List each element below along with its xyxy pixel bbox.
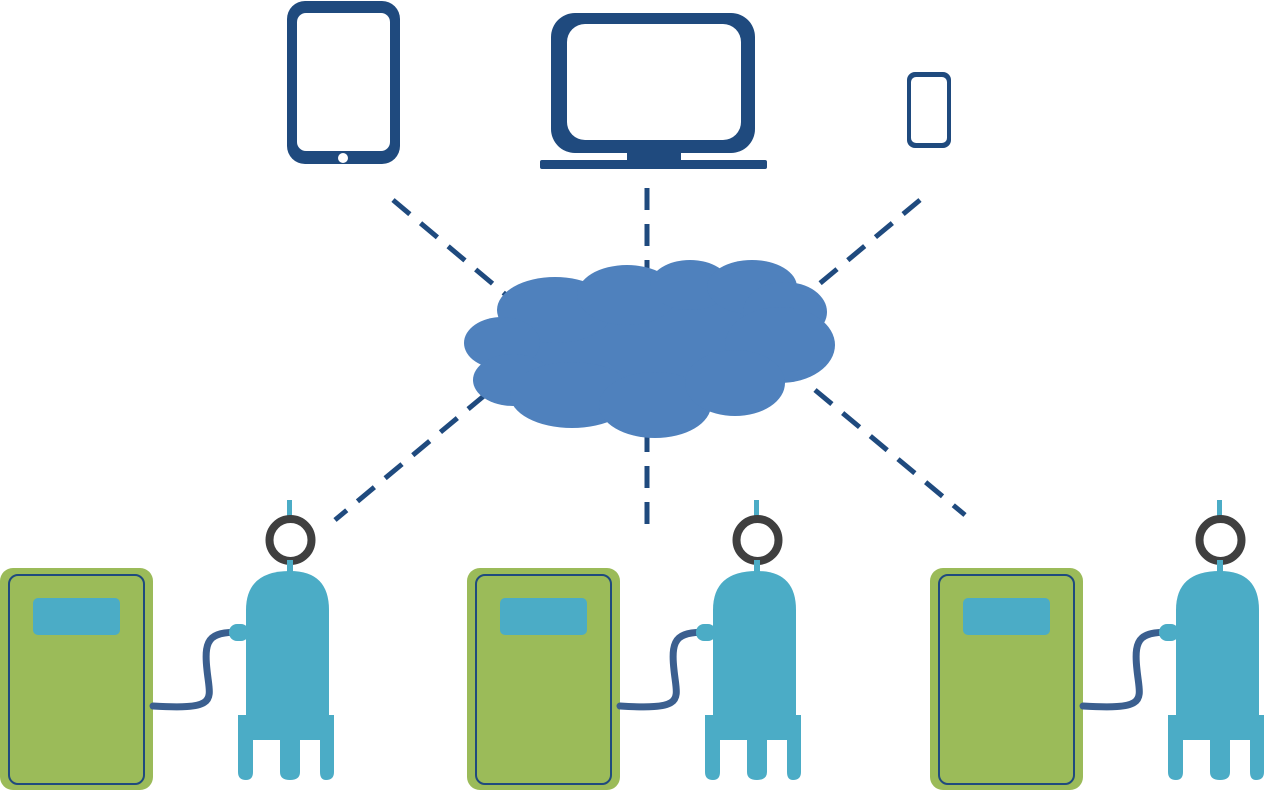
gauge-icon	[732, 515, 783, 565]
station-1	[0, 500, 334, 790]
link-cloud-station-3	[813, 388, 967, 517]
link-phone-cloud	[798, 198, 922, 302]
display-panel	[963, 598, 1050, 635]
display-panel	[500, 598, 587, 635]
tank-icon	[696, 500, 801, 780]
cloud-icon	[464, 260, 835, 438]
smartphone-icon	[907, 72, 951, 148]
hose	[149, 628, 249, 711]
link-cloud-station-1	[333, 393, 487, 522]
tank-icon	[1159, 500, 1264, 780]
tablet-icon	[287, 1, 400, 164]
hose	[1079, 628, 1179, 711]
link-tablet-cloud	[391, 198, 514, 302]
cabinet-icon	[0, 568, 153, 790]
gauge-icon	[1195, 515, 1246, 565]
station-2	[467, 500, 801, 790]
cabinet-icon	[930, 568, 1083, 790]
laptop-icon	[540, 13, 767, 169]
display-panel	[33, 598, 120, 635]
tank-icon	[229, 500, 334, 780]
gauge-icon	[265, 515, 316, 565]
hose	[616, 628, 716, 711]
station-3	[930, 500, 1264, 790]
cabinet-icon	[467, 568, 620, 790]
connections	[333, 188, 967, 535]
